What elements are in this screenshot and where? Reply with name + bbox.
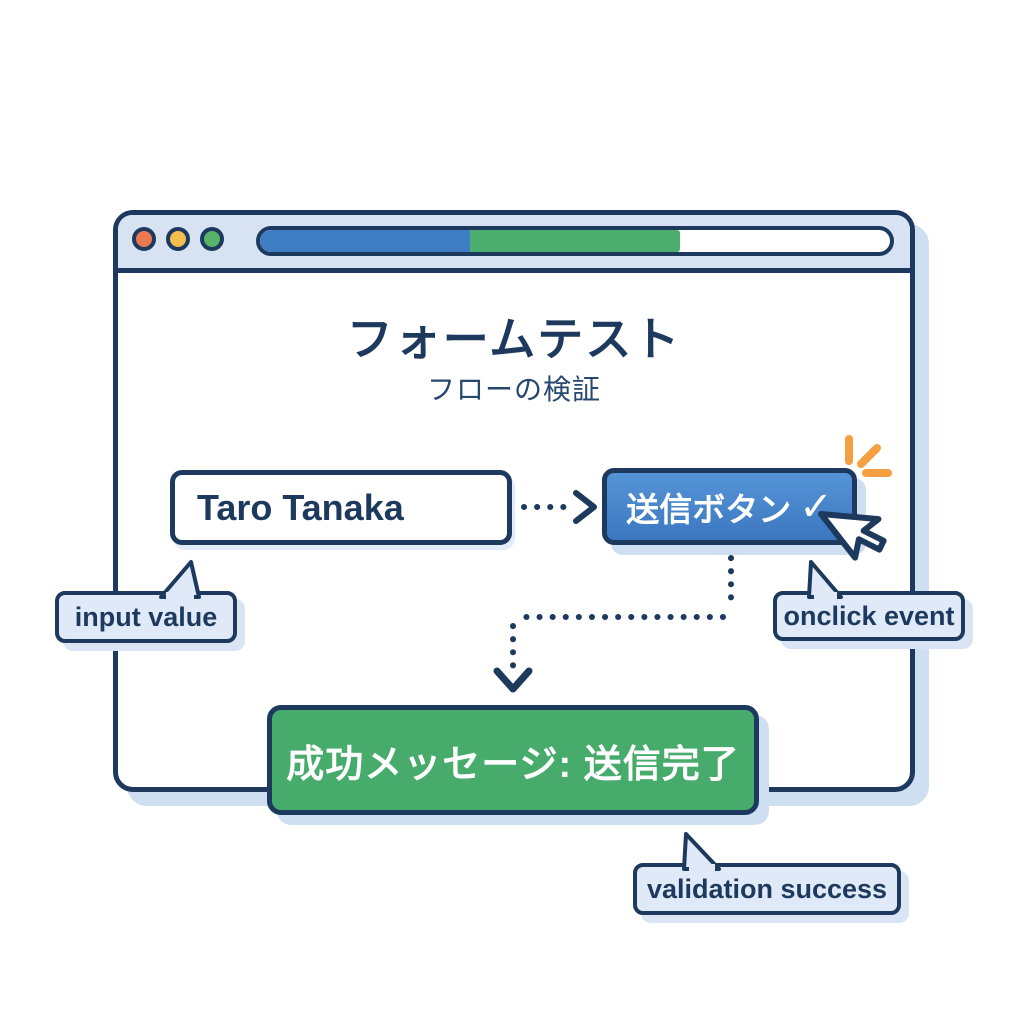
window-minimize-button[interactable] [166,227,190,251]
browser-header [118,215,910,273]
progress-segment-blue [260,230,470,252]
callout-onclick-event: onclick event [773,591,965,641]
callout-input-value: input value [55,591,237,643]
callout-input-value-label: input value [74,601,218,632]
success-message-text: 成功メッセージ: 送信完了 [286,743,740,786]
callout-validation-success-label: validation success [646,873,888,904]
name-input[interactable]: Taro Tanaka [170,470,512,545]
success-message-box: 成功メッセージ: 送信完了 [267,705,759,815]
window-maximize-button[interactable] [200,227,224,251]
progress-segment-green [469,230,680,252]
progress-bar [256,226,894,256]
page-title: フォームテスト [346,313,682,365]
submit-button[interactable]: 送信ボタン ✓ [602,468,857,545]
page-subtitle: フローの検証 [426,374,601,405]
callout-onclick-event-label: onclick event [783,600,955,631]
submit-button-label: 送信ボタン [626,490,792,528]
check-icon: ✓ [799,484,833,529]
callout-validation-success: validation success [633,863,901,915]
name-input-value: Taro Tanaka [197,486,404,528]
window-close-button[interactable] [132,227,156,251]
